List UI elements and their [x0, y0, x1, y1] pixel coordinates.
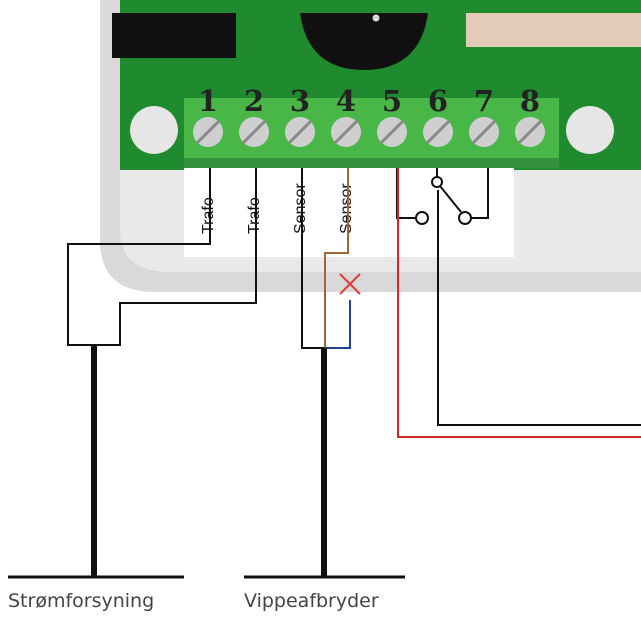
terminal-screws	[193, 117, 545, 147]
relay-output-red-wire	[397, 168, 641, 438]
relay-common-contact	[431, 176, 443, 188]
switch-wiring	[244, 168, 405, 579]
terminal-number-3: 3	[290, 84, 310, 118]
screw-2-slot	[241, 119, 267, 145]
red-x-stroke-2	[339, 273, 361, 295]
device-housing	[100, 0, 641, 292]
screw-8-slot	[517, 119, 543, 145]
red-x-icon	[339, 273, 361, 295]
terminal-block-base	[184, 158, 559, 168]
terminal-number-8: 8	[520, 84, 540, 118]
screw-5-slot	[379, 119, 405, 145]
wire-label-sensor-4: Sensor	[338, 183, 355, 234]
caption-power-supply: Strømforsyning	[8, 590, 155, 612]
power-supply-wiring	[8, 168, 257, 579]
wire-label-trafo-2: Trafo	[246, 197, 263, 234]
screw-6-slot	[425, 119, 451, 145]
buzzer-hole	[372, 14, 380, 22]
relay-component	[466, 13, 641, 47]
relay-contact-right	[458, 211, 472, 225]
relay-output-wiring	[397, 168, 641, 438]
mount-hole-right	[566, 106, 614, 154]
screw-4-slot	[333, 119, 359, 145]
black-component	[112, 13, 236, 58]
wire-label-trafo-1: Trafo	[200, 197, 217, 234]
buzzer-component	[300, 13, 428, 70]
power-wire-2	[94, 168, 257, 346]
relay-contact-left	[415, 211, 429, 225]
terminal-number-6: 6	[428, 84, 448, 118]
terminal-number-2: 2	[244, 84, 264, 118]
screw-7-slot	[471, 119, 497, 145]
terminal-number-1: 1	[198, 84, 218, 118]
screw-3-slot	[287, 119, 313, 145]
terminal-numbers: 1 2 3 4 5 6 7 8	[198, 84, 540, 118]
terminal-number-4: 4	[336, 84, 356, 118]
relay-output-black-wire	[437, 190, 641, 426]
terminal-number-5: 5	[382, 84, 402, 118]
power-wire-1	[67, 168, 211, 346]
relay-switch-arm	[439, 185, 462, 213]
mount-hole-left	[130, 106, 178, 154]
switch-wire-brown	[324, 168, 349, 348]
screw-1-slot	[195, 119, 221, 145]
relay-wire-7	[471, 168, 489, 219]
wire-label-sensor-3: Sensor	[292, 183, 309, 234]
terminal-number-7: 7	[474, 84, 494, 118]
switch-wire-blue	[325, 300, 351, 349]
wire-labels: Trafo Trafo Sensor Sensor	[200, 183, 355, 234]
switch-wire-3	[301, 168, 324, 349]
caption-switch: Vippeafbryder	[244, 590, 379, 612]
